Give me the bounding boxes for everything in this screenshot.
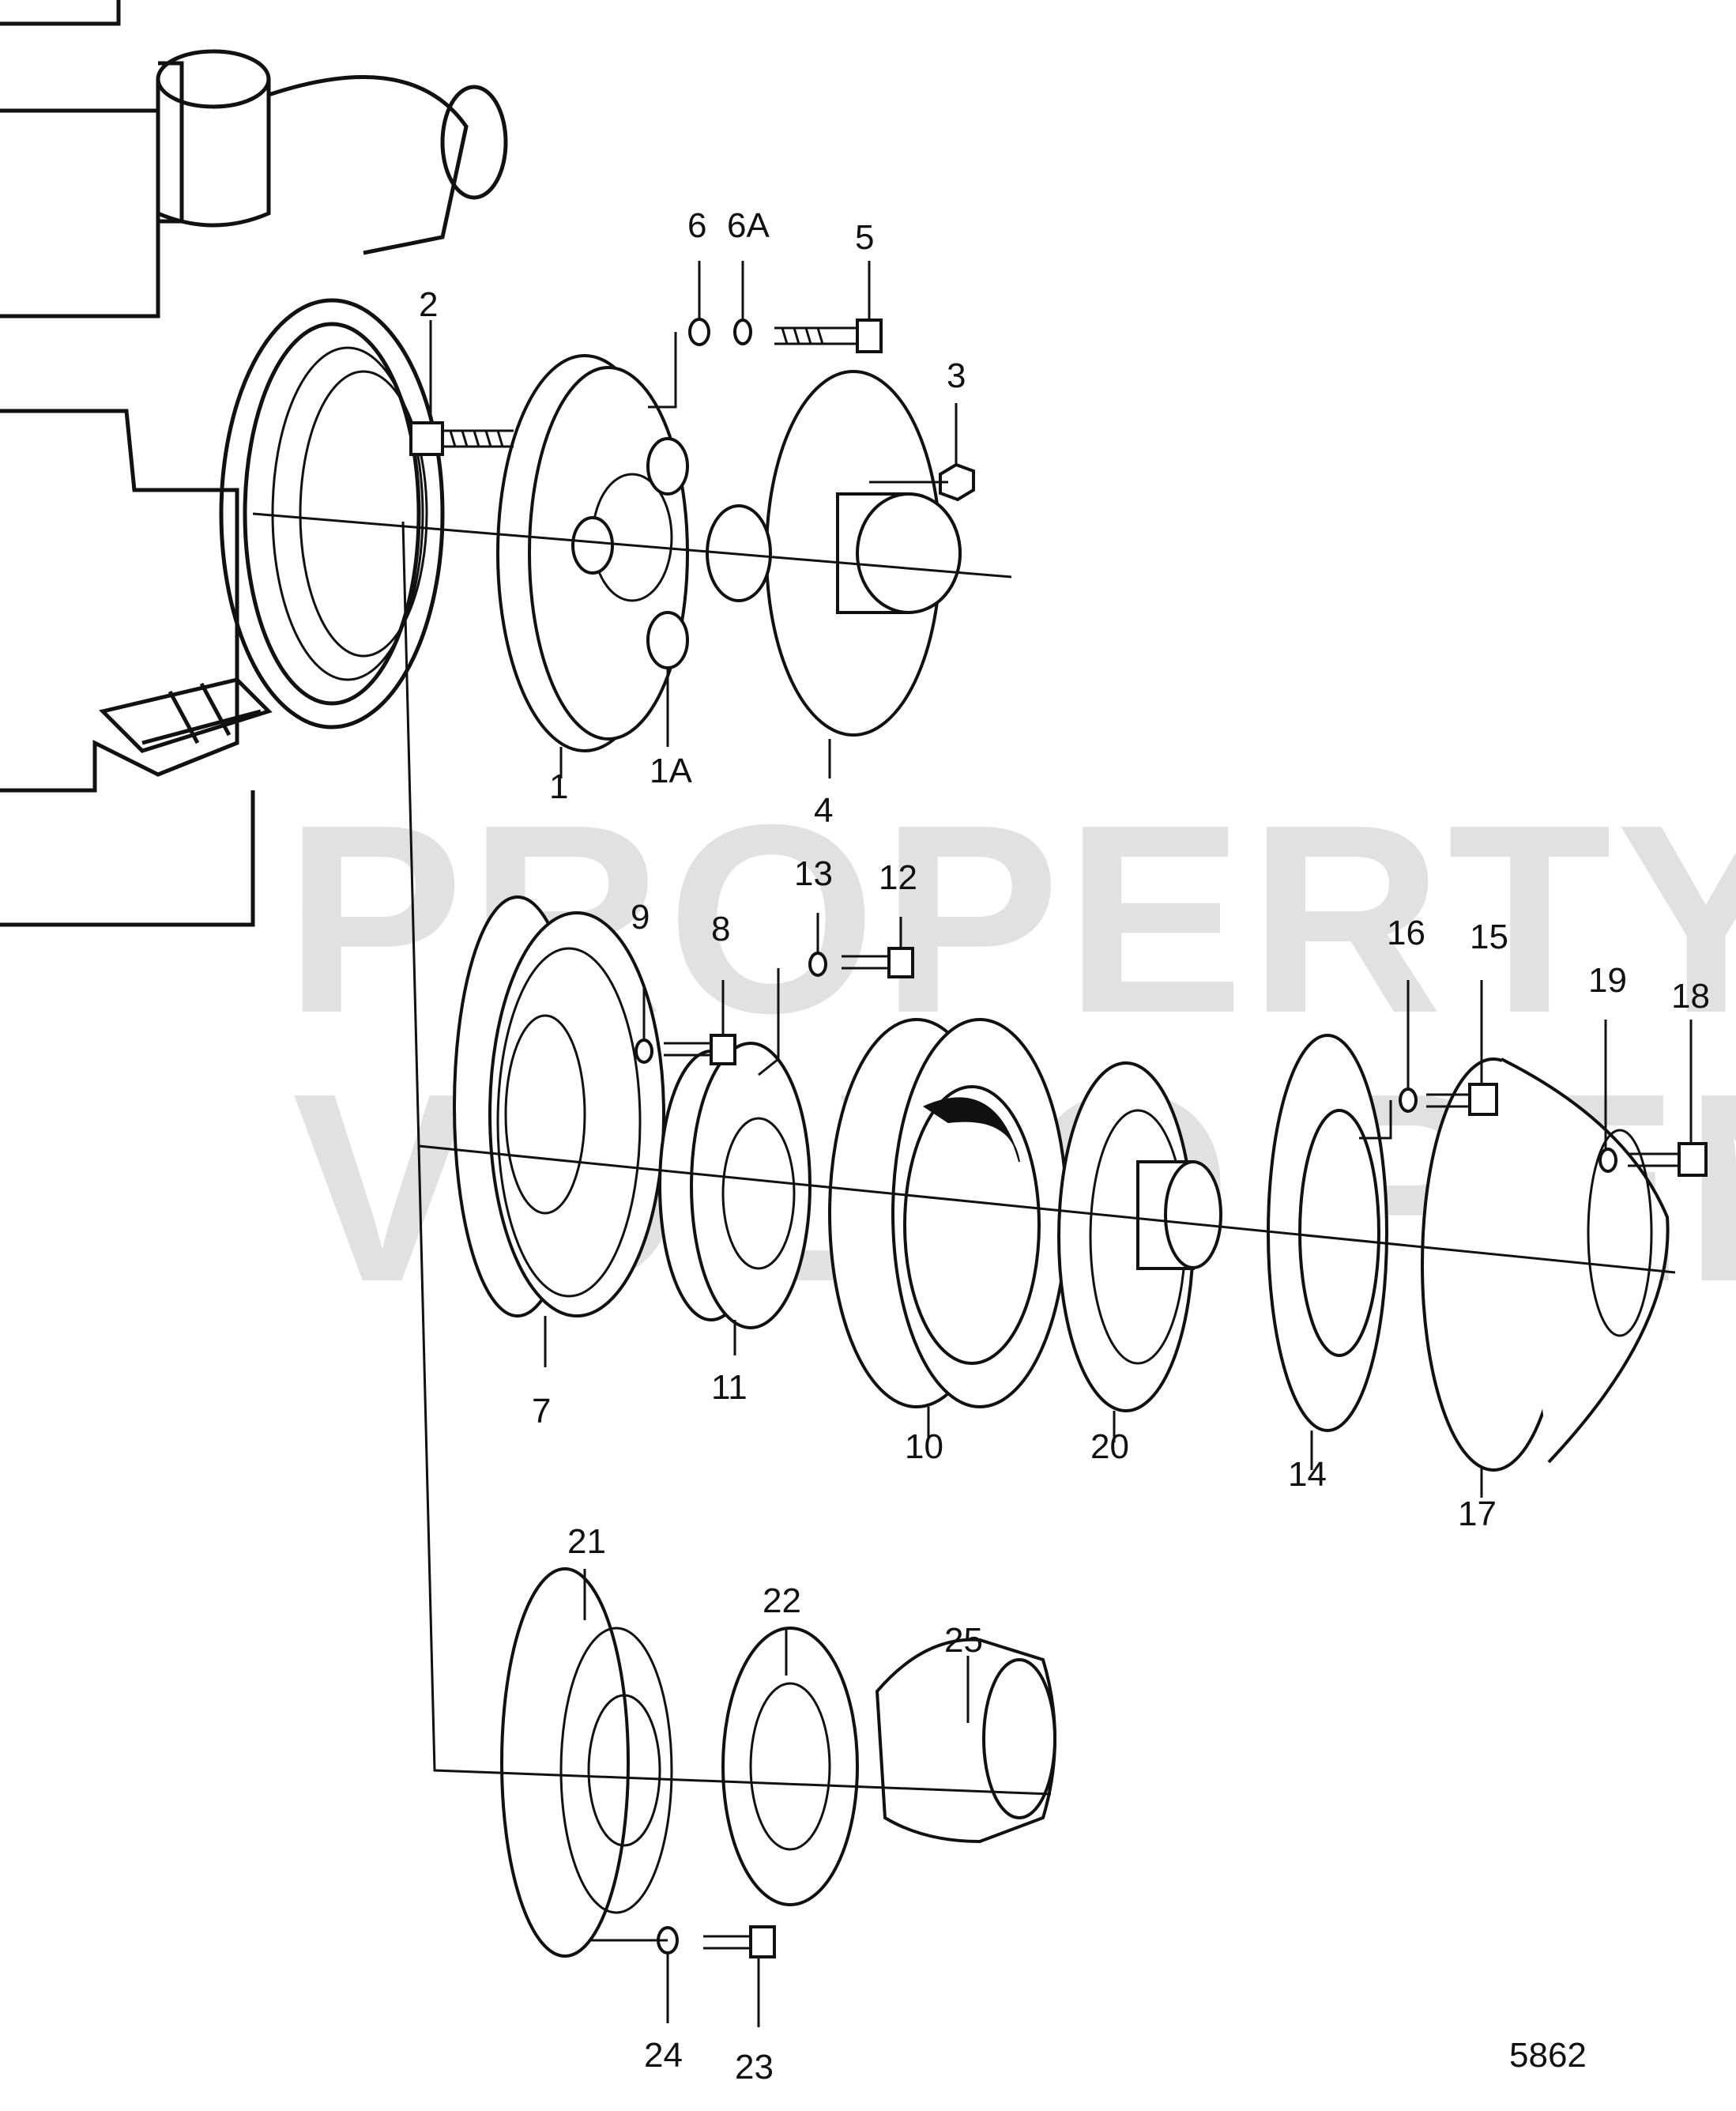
- callout-4: 4: [814, 791, 833, 830]
- callout-12: 12: [879, 858, 917, 897]
- callout-22: 22: [763, 1581, 801, 1620]
- callout-14: 14: [1288, 1455, 1327, 1494]
- callout-labels: 2 6 6A 5 3 1 1A 4 9 8 13 12 16 15 19 18 …: [419, 206, 1710, 2086]
- part-6A-spring-washer: [733, 319, 752, 345]
- callout-23: 23: [735, 2048, 774, 2086]
- part-18-bolt: [1628, 1142, 1708, 1177]
- part-5-bolt: [774, 319, 883, 353]
- flywheel-housing-ring: [219, 298, 445, 729]
- part-9-washer: [635, 1039, 653, 1064]
- callout-25: 25: [944, 1621, 983, 1660]
- assembly-lines: [252, 332, 1676, 1942]
- callout-13: 13: [794, 854, 833, 893]
- part-21-flange: [500, 1567, 630, 1958]
- callout-11: 11: [711, 1368, 747, 1407]
- top-assembly: [409, 318, 975, 752]
- bottom-assembly: [500, 1567, 1056, 1958]
- callout-24: 24: [644, 2036, 683, 2075]
- callout-7: 7: [532, 1392, 551, 1431]
- callout-8: 8: [711, 910, 730, 948]
- callout-3: 3: [947, 356, 966, 395]
- part-8-bolt: [664, 1034, 736, 1065]
- part-22-spider-element: [721, 1627, 859, 1906]
- callout-9: 9: [631, 898, 650, 937]
- callout-2: 2: [419, 285, 438, 324]
- middle-assembly: [453, 895, 1708, 1472]
- part-15-bolt: [1426, 1083, 1498, 1116]
- part-1A-pin-middle: [571, 516, 614, 575]
- callout-19: 19: [1588, 961, 1627, 1000]
- engine-block: [0, 0, 508, 927]
- callout-16: 16: [1387, 914, 1425, 952]
- callout-6: 6: [687, 206, 706, 245]
- part-1A-pin-bottom: [646, 611, 689, 669]
- drawing-number: 5862: [1509, 2036, 1587, 2075]
- callout-5: 5: [855, 218, 874, 257]
- part-12-bolt: [842, 947, 914, 978]
- part-2-bolt: [409, 421, 514, 456]
- callout-20: 20: [1090, 1427, 1129, 1466]
- callout-15: 15: [1470, 918, 1508, 956]
- callout-10: 10: [905, 1427, 943, 1466]
- part-16-washer: [1399, 1088, 1418, 1113]
- callout-18: 18: [1671, 977, 1710, 1016]
- callout-1A: 1A: [650, 752, 692, 790]
- part-23-bolt: [703, 1925, 776, 1958]
- part-1A-pin-top: [646, 437, 689, 496]
- callout-1: 1: [549, 767, 568, 806]
- part-13-washer: [808, 952, 827, 977]
- callout-leaders: [429, 261, 1693, 2027]
- part-19-washer: [1599, 1148, 1617, 1173]
- callout-6A: 6A: [727, 206, 770, 245]
- part-6-washer: [688, 318, 710, 346]
- callout-21: 21: [567, 1522, 606, 1561]
- callout-17: 17: [1458, 1495, 1497, 1533]
